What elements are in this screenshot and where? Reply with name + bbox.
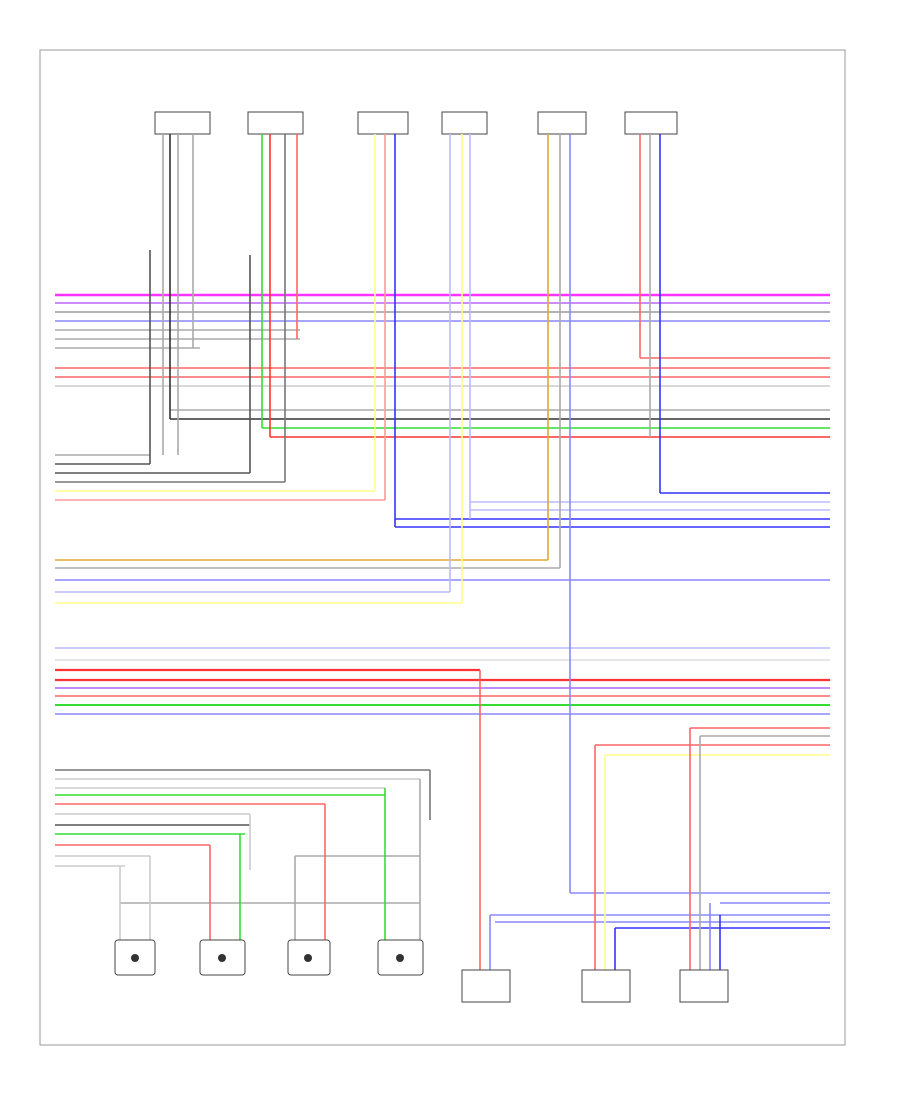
top-connector-4 xyxy=(441,111,488,135)
module-1 xyxy=(461,969,511,1003)
sensor-2 xyxy=(199,939,246,976)
bottom-components xyxy=(114,939,729,1003)
sensor-3 xyxy=(287,939,331,976)
sensor-4 xyxy=(377,939,424,976)
top-connector-3 xyxy=(357,111,409,135)
diagram-frame xyxy=(39,49,846,1046)
sensor-1 xyxy=(114,939,156,976)
vertical-wires xyxy=(119,134,721,970)
module-3 xyxy=(679,969,729,1003)
horizontal-wires xyxy=(55,293,830,929)
top-connector-5 xyxy=(537,111,587,135)
module-2 xyxy=(581,969,631,1003)
top-connector-2 xyxy=(247,111,304,135)
top-connectors xyxy=(154,111,678,135)
top-connector-6 xyxy=(624,111,678,135)
top-connector-1 xyxy=(154,111,211,135)
